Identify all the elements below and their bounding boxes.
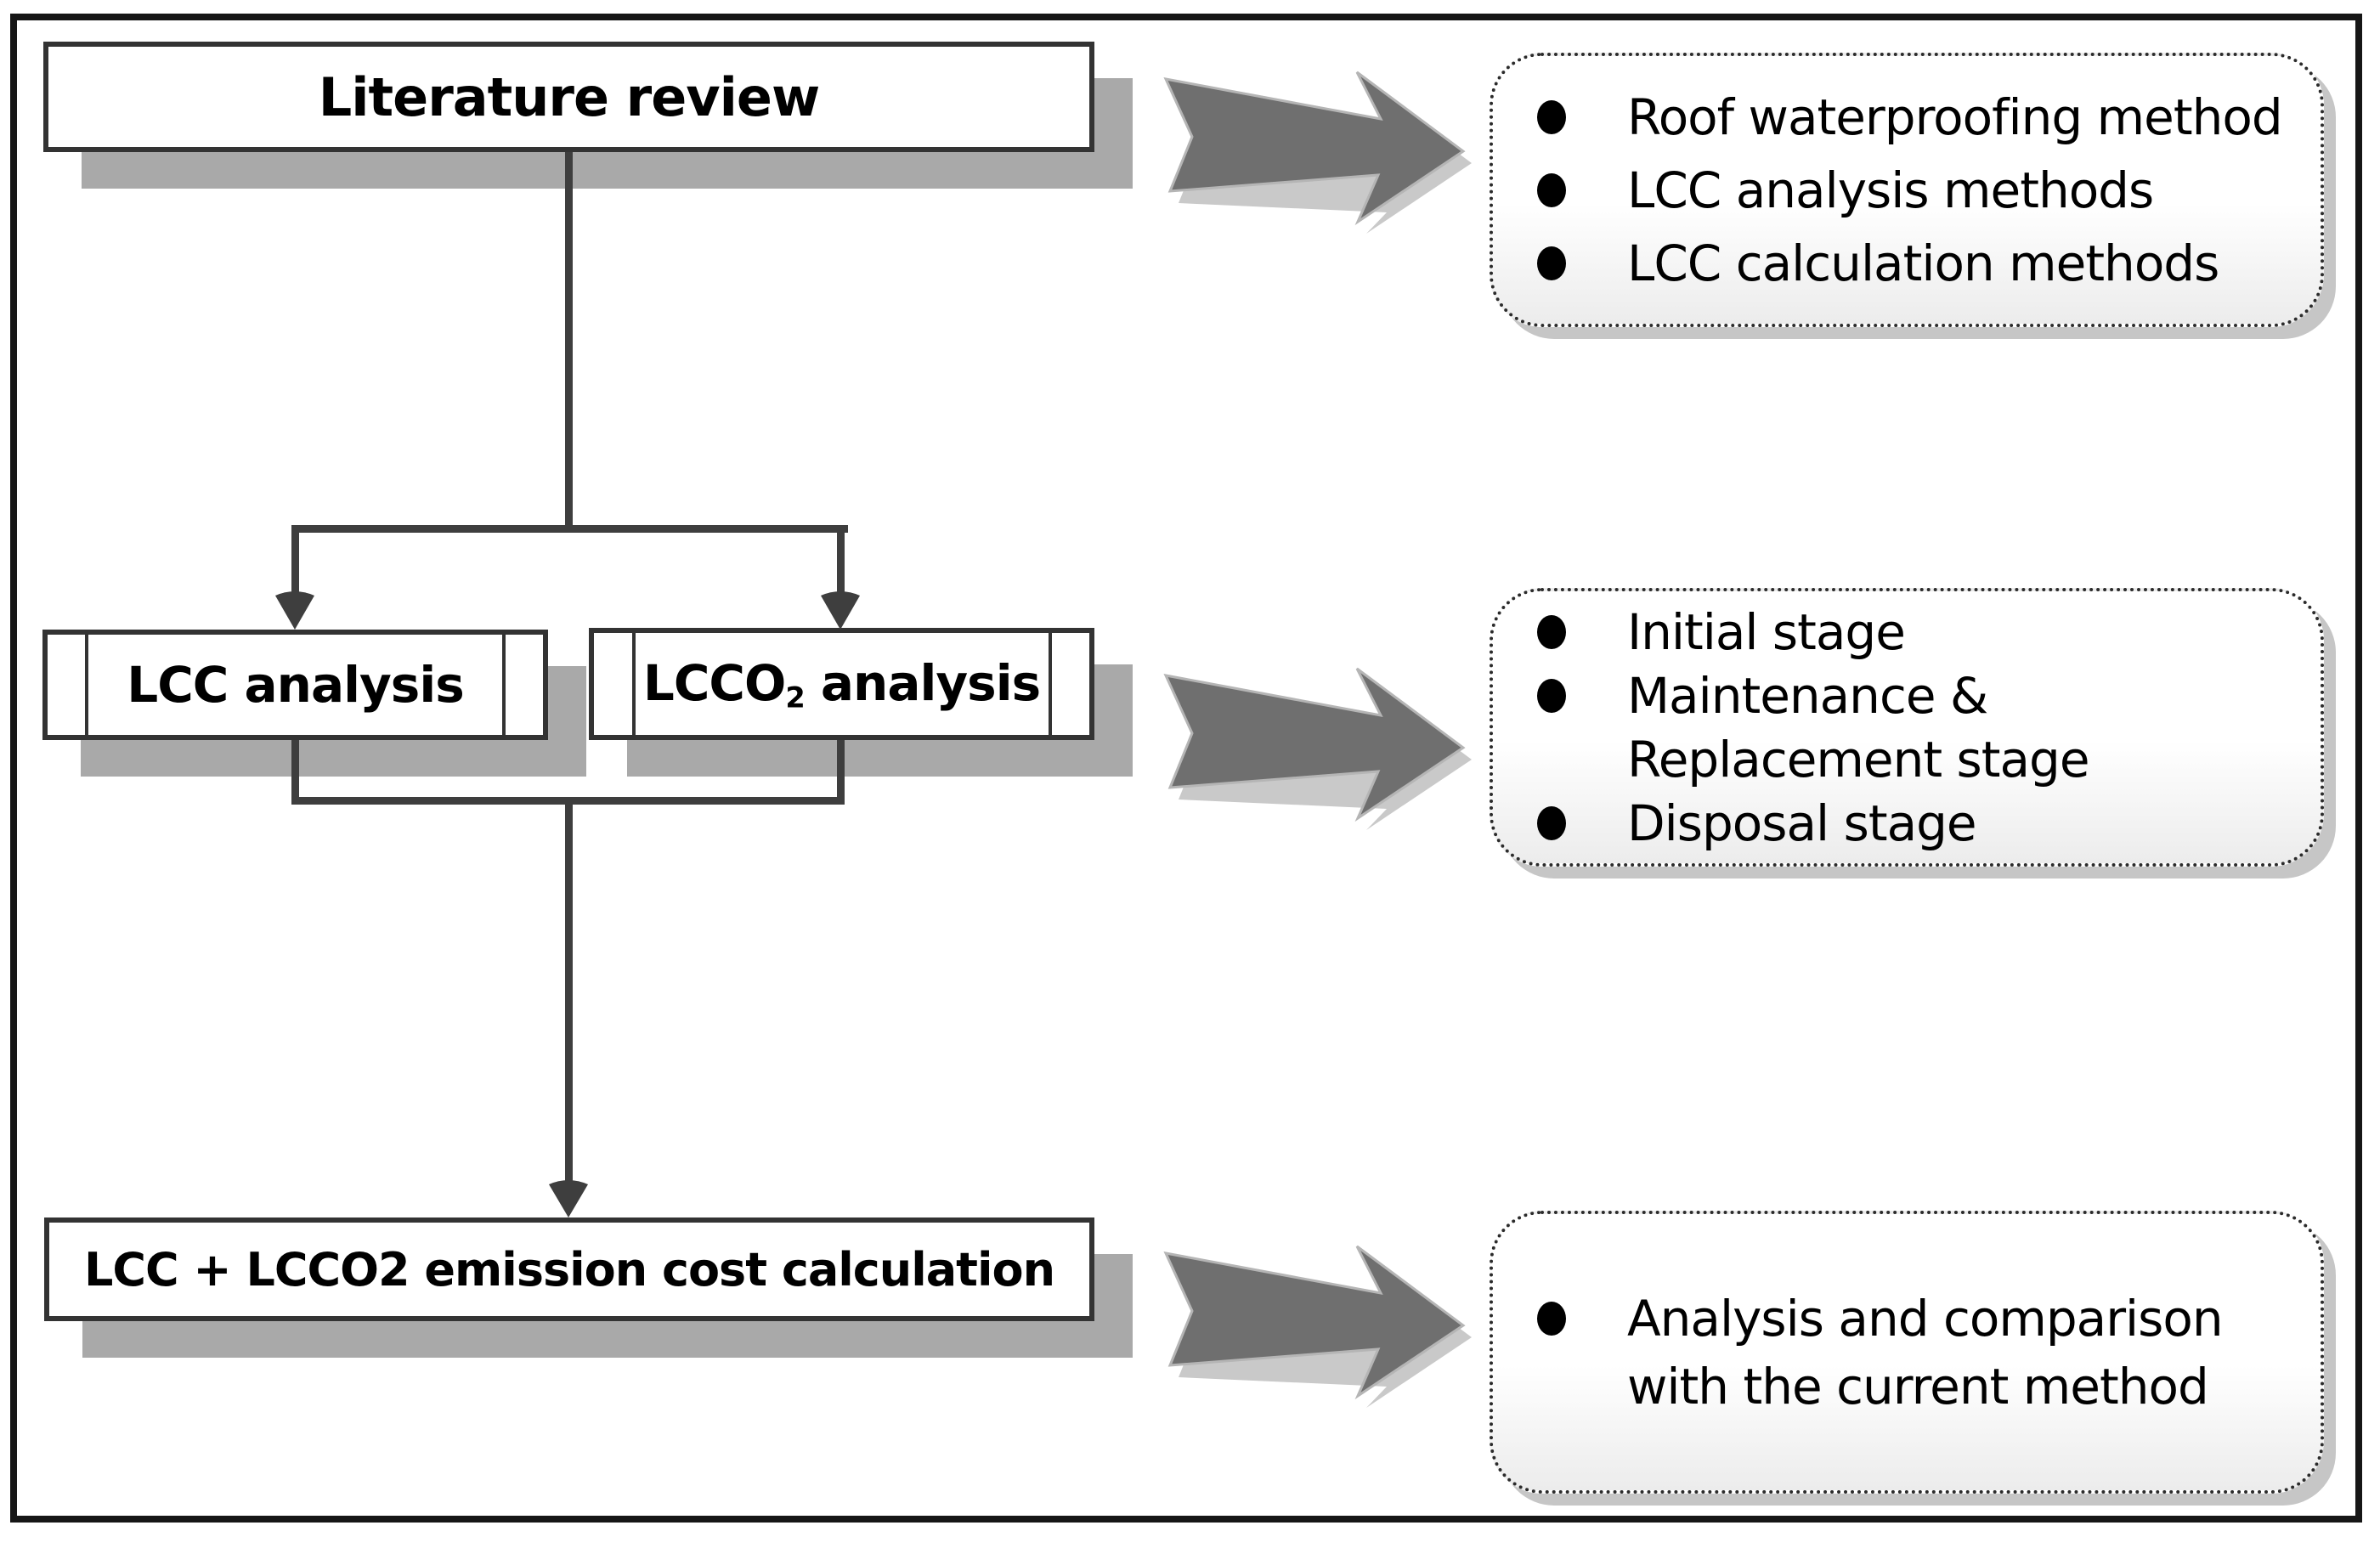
literature-review-label: Literature review — [318, 65, 820, 128]
literature-review-box: Literature review — [43, 42, 1094, 152]
list-item: Replacement stage — [1518, 727, 2295, 791]
lcco2-analysis-box: LCCO2 analysis — [589, 628, 1094, 740]
list-item-label: LCC calculation methods — [1627, 234, 2219, 292]
lcco2-analysis-label: LCCO2 analysis — [642, 653, 1041, 715]
list-item-label: Roof waterproofing method — [1627, 88, 2283, 146]
list-item: with the current method — [1518, 1353, 2295, 1421]
list-item-label: LCC analysis methods — [1627, 161, 2154, 219]
inner-line-right — [1049, 628, 1052, 740]
inner-line-left — [632, 628, 636, 740]
list-item-label: Replacement stage — [1627, 730, 2090, 788]
list-item-label: Initial stage — [1627, 602, 1906, 661]
bullet-icon — [1537, 99, 1566, 134]
emission-cost-label: LCC + LCCO2 emission cost calculation — [83, 1242, 1055, 1297]
inner-line-right — [502, 630, 506, 740]
panel-literature-topics: Roof waterproofing method LCC analysis m… — [1490, 53, 2324, 327]
lcc-analysis-label: LCC analysis — [127, 656, 464, 714]
inner-line-left — [85, 630, 88, 740]
figure-border — [10, 14, 2362, 1523]
list-item: Disposal stage — [1518, 791, 2295, 855]
list-item-label: with the current method — [1627, 1357, 2209, 1415]
emission-cost-box: LCC + LCCO2 emission cost calculation — [44, 1217, 1094, 1321]
bullet-icon — [1537, 678, 1566, 713]
list-item: Analysis and comparison — [1518, 1285, 2295, 1353]
bullet-icon — [1537, 805, 1566, 840]
list-item: Maintenance & — [1518, 664, 2295, 727]
list-item-label: Disposal stage — [1627, 794, 1977, 852]
bullet-icon — [1537, 614, 1566, 649]
list-item-label: Maintenance & — [1627, 666, 1988, 725]
list-item: Initial stage — [1518, 600, 2295, 664]
bullet-icon — [1537, 172, 1566, 207]
lcc-analysis-box: LCC analysis — [42, 630, 548, 740]
bullet-icon — [1537, 1301, 1566, 1336]
panel-lifecycle-stages: Initial stage Maintenance & Replacement … — [1490, 588, 2324, 867]
bullet-icon — [1537, 246, 1566, 280]
panel-analysis-comparison: Analysis and comparison with the current… — [1490, 1211, 2324, 1494]
list-item: LCC calculation methods — [1518, 227, 2295, 300]
list-item-label: Analysis and comparison — [1627, 1289, 2224, 1347]
list-item: Roof waterproofing method — [1518, 81, 2295, 154]
list-item: LCC analysis methods — [1518, 154, 2295, 227]
